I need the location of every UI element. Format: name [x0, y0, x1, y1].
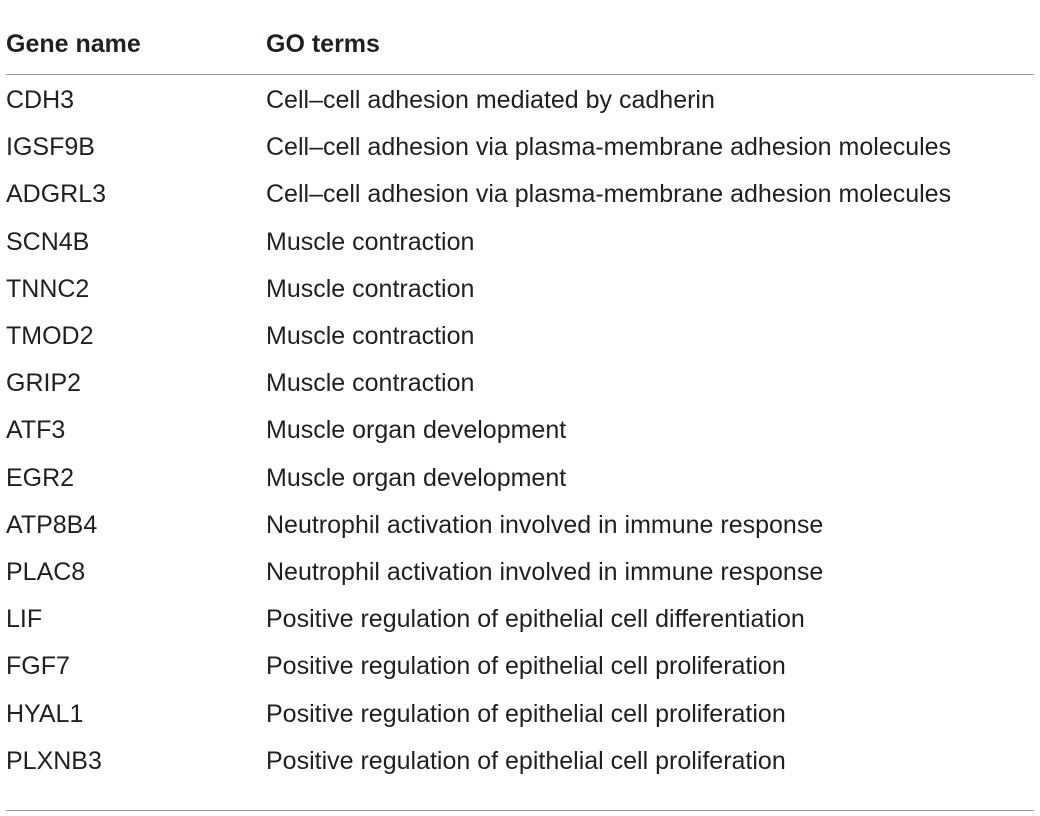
- table-row: FGF7 Positive regulation of epithelial c…: [6, 643, 1034, 690]
- go-term-cell: Muscle contraction: [266, 274, 475, 303]
- go-term-cell: Cell–cell adhesion mediated by cadherin: [266, 86, 715, 115]
- header-row: Gene name GO terms: [6, 14, 1034, 75]
- go-term-cell: Neutrophil activation involved in immune…: [266, 557, 824, 586]
- go-term-cell: Muscle contraction: [266, 322, 475, 351]
- gene-name-cell: TNNC2: [6, 274, 90, 303]
- gene-name-cell: SCN4B: [6, 227, 90, 256]
- table-row: EGR2 Muscle organ development: [6, 455, 1034, 502]
- go-term-cell: Neutrophil activation involved in immune…: [266, 510, 824, 539]
- gene-name-cell: ADGRL3: [6, 180, 107, 209]
- table-header: Gene name GO terms: [6, 14, 1034, 75]
- go-term-cell: Muscle contraction: [266, 369, 475, 398]
- go-term-cell: Positive regulation of epithelial cell p…: [266, 699, 786, 728]
- go-term-cell: Positive regulation of epithelial cell d…: [266, 605, 805, 634]
- table-row: LIF Positive regulation of epithelial ce…: [6, 596, 1034, 643]
- gene-name-cell: TMOD2: [6, 322, 94, 351]
- table-row: PLXNB3 Positive regulation of epithelial…: [6, 738, 1034, 785]
- go-term-cell: Positive regulation of epithelial cell p…: [266, 652, 786, 681]
- gene-go-table-container: Gene name GO terms CDH3 Cell–cell adhesi…: [6, 14, 1034, 785]
- go-term-cell: Muscle organ development: [266, 416, 567, 445]
- table-row: CDH3 Cell–cell adhesion mediated by cadh…: [6, 75, 1034, 125]
- gene-name-cell: PLXNB3: [6, 746, 102, 775]
- go-term-cell: Cell–cell adhesion via plasma-membrane a…: [266, 133, 952, 162]
- header-go-terms: GO terms: [266, 14, 1034, 75]
- gene-name-cell: GRIP2: [6, 369, 82, 398]
- gene-name-cell: IGSF9B: [6, 133, 95, 162]
- gene-name-cell: ATF3: [6, 416, 66, 445]
- gene-name-cell: PLAC8: [6, 557, 86, 586]
- go-term-cell: Cell–cell adhesion via plasma-membrane a…: [266, 180, 952, 209]
- table-row: PLAC8 Neutrophil activation involved in …: [6, 549, 1034, 596]
- table-row: IGSF9B Cell–cell adhesion via plasma-mem…: [6, 124, 1034, 171]
- table-row: TMOD2 Muscle contraction: [6, 313, 1034, 360]
- table-row: ADGRL3 Cell–cell adhesion via plasma-mem…: [6, 171, 1034, 218]
- gene-name-cell: LIF: [6, 605, 43, 634]
- gene-name-cell: EGR2: [6, 463, 75, 492]
- table-row: ATF3 Muscle organ development: [6, 407, 1034, 454]
- table-body: CDH3 Cell–cell adhesion mediated by cadh…: [6, 75, 1034, 785]
- table-bottom-rule: [6, 810, 1034, 811]
- table-row: ATP8B4 Neutrophil activation involved in…: [6, 502, 1034, 549]
- table-row: HYAL1 Positive regulation of epithelial …: [6, 690, 1034, 737]
- table-row: TNNC2 Muscle contraction: [6, 266, 1034, 313]
- gene-name-cell: CDH3: [6, 86, 75, 115]
- gene-go-table: Gene name GO terms CDH3 Cell–cell adhesi…: [6, 14, 1034, 785]
- go-term-cell: Muscle contraction: [266, 227, 475, 256]
- go-term-cell: Positive regulation of epithelial cell p…: [266, 746, 786, 775]
- table-row: GRIP2 Muscle contraction: [6, 360, 1034, 407]
- gene-name-cell: ATP8B4: [6, 510, 98, 539]
- table-row: SCN4B Muscle contraction: [6, 219, 1034, 266]
- gene-name-cell: HYAL1: [6, 699, 84, 728]
- gene-name-cell: FGF7: [6, 652, 70, 681]
- go-term-cell: Muscle organ development: [266, 463, 567, 492]
- header-gene-name: Gene name: [6, 14, 266, 75]
